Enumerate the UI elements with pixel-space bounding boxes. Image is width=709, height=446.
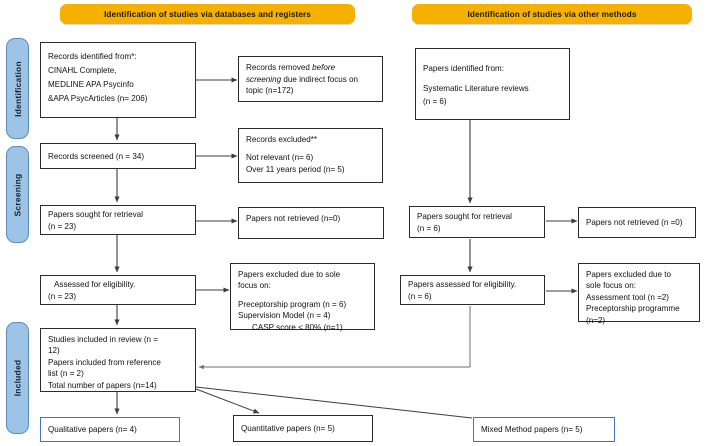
mixed-method-papers-label: Mixed Method papers (n= 5) [481, 425, 583, 435]
papers-not-retrieved-right-line1: Papers not retrieved (n =0) [586, 218, 683, 228]
qualitative-papers-label: Qualitative papers (n= 4) [48, 425, 137, 435]
box-papers-excluded-sole-right: Papers excluded due to sole focus on: As… [578, 263, 700, 325]
assessed-eligibility-left-line1: Assessed for eligibility. [54, 280, 136, 290]
records-removed-line1: Records removed before [246, 63, 336, 73]
records-removed-line2: screening due indirect focus on [246, 74, 359, 84]
quantitative-papers-label: Quantitative papers (n= 5) [241, 424, 335, 434]
stage-label-included: Included [6, 322, 29, 434]
records-removed-line3: topic (n=172) [246, 86, 294, 96]
records-excluded-line1: Records excluded** [246, 135, 318, 144]
excluded-sole-left-line2: focus on: [238, 281, 271, 291]
box-records-removed: Records removed before screening due ind… [238, 56, 383, 102]
box-mixed-method-papers: Mixed Method papers (n= 5) [473, 417, 615, 442]
assessed-eligibility-right-line2: (n = 6) [408, 291, 432, 301]
records-excluded-line3: Over 11 years period (n= 5) [246, 164, 345, 174]
excluded-sole-left-line5: CASP score < 80% (n=1) [252, 322, 343, 332]
papers-not-retrieved-left-line1: Papers not retrieved (n=0) [246, 214, 341, 223]
excluded-sole-left-line3: Preceptorship program (n = 6) [238, 299, 347, 309]
stage-label-identification: Identification [6, 38, 29, 139]
records-screened-line1: Records screened (n = 34) [48, 151, 145, 161]
excluded-sole-right-line5: (n=2) [586, 315, 606, 325]
banner-databases-label: Identification of studies via databases … [104, 9, 311, 19]
excluded-sole-right-line4: Preceptorship programme [586, 304, 680, 314]
box-papers-not-retrieved-left: Papers not retrieved (n=0) [238, 207, 384, 239]
banner-other-methods: Identification of studies via other meth… [412, 4, 692, 24]
banner-databases-registers: Identification of studies via databases … [60, 4, 355, 24]
box-papers-identified-other: Papers identified from: Systematic Liter… [415, 48, 570, 120]
papers-identified-other-line1: Papers identified from: [423, 64, 504, 73]
excluded-sole-right-line3: Assessment tool (n =2) [586, 292, 669, 302]
box-records-screened: Records screened (n = 34) [40, 143, 196, 169]
excluded-sole-right-line1: Papers excluded due to [586, 270, 672, 279]
box-studies-included-review: Studies included in review (n = 12) Pape… [40, 328, 196, 392]
papers-identified-other-line3: (n = 6) [423, 96, 447, 106]
papers-sought-right-line1: Papers sought for retrieval [417, 212, 512, 222]
records-identified-line1: Records identified from*: [48, 52, 137, 61]
records-identified-line3: MEDLINE APA Psycinfo [48, 80, 134, 90]
records-identified-line2: CINAHL Complete, [48, 66, 117, 76]
box-assessed-eligibility-right: Papers assessed for eligibility. (n = 6) [400, 275, 545, 305]
assessed-eligibility-right-line1: Papers assessed for eligibility. [408, 280, 517, 290]
papers-sought-right-line2: (n = 6) [417, 223, 441, 233]
stage-identification-text: Identification [12, 60, 23, 117]
included-review-line4: list (n = 2) [48, 369, 84, 379]
included-review-line1: Studies included in review (n = [48, 335, 159, 344]
stage-included-text: Included [12, 359, 23, 397]
records-identified-line4: &APA PsycArticles (n= 206) [48, 94, 148, 104]
box-papers-not-retrieved-right: Papers not retrieved (n =0) [578, 207, 696, 238]
stage-label-screening: Screening [6, 146, 29, 243]
excluded-sole-right-line2: sole focus on: [586, 281, 636, 291]
assessed-eligibility-left-line2: (n = 23) [48, 291, 77, 301]
box-qualitative-papers: Qualitative papers (n= 4) [40, 417, 180, 442]
box-records-identified: Records identified from*: CINAHL Complet… [40, 42, 196, 118]
papers-sought-left-line2: (n = 23) [48, 221, 77, 231]
excluded-sole-left-line1: Papers excluded due to sole [238, 270, 341, 279]
papers-sought-left-line1: Papers sought for retrieval [48, 210, 143, 220]
included-review-line5: Total number of papers (n=14) [48, 380, 157, 390]
excluded-sole-left-line4: Supervision Model (n = 4) [238, 311, 331, 321]
box-papers-excluded-sole-left: Papers excluded due to sole focus on: Pr… [230, 263, 375, 332]
records-excluded-line2: Not relevant (n= 6) [246, 153, 314, 163]
banner-other-methods-label: Identification of studies via other meth… [467, 9, 637, 19]
stage-screening-text: Screening [12, 173, 23, 216]
included-review-line2: 12) [48, 346, 60, 356]
box-papers-sought-left: Papers sought for retrieval (n = 23) [40, 205, 196, 235]
box-quantitative-papers: Quantitative papers (n= 5) [233, 415, 373, 442]
box-assessed-eligibility-left: Assessed for eligibility. (n = 23) [40, 275, 196, 305]
included-review-line3: Papers included from reference [48, 357, 161, 367]
papers-identified-other-line2: Systematic Literature reviews [423, 83, 529, 93]
box-papers-sought-right: Papers sought for retrieval (n = 6) [409, 206, 545, 238]
box-records-excluded: Records excluded** Not relevant (n= 6) O… [238, 128, 383, 183]
